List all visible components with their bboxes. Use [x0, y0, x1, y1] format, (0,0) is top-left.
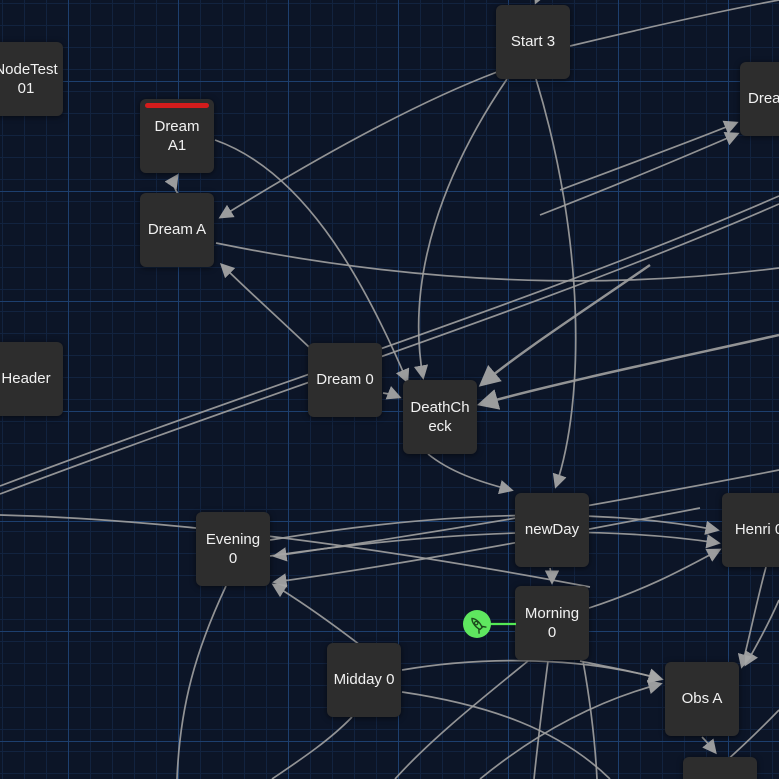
edge-header-double-1: [0, 195, 779, 487]
node-nodetest01[interactable]: NodeTest01: [0, 42, 63, 116]
edge-midday-fan-2: [271, 716, 353, 779]
node-label: DeathCheck: [410, 398, 470, 436]
edge-morning-obsA: [579, 660, 663, 683]
edge-start3-dreamA: [218, 71, 498, 219]
edge-midday-fan-1: [401, 691, 611, 779]
node-label: Dream 0: [316, 371, 374, 389]
edge-into-evening-1: [272, 469, 779, 562]
edge-header-double-2: [0, 203, 779, 495]
edge-ambient-horizontal: [215, 242, 779, 282]
edge-bottom-obsA: [479, 680, 663, 779]
edge-dream0-deathcheck: [382, 385, 402, 400]
edge-morning-fan-3: [582, 660, 598, 779]
edge-evening-henri-2: [269, 531, 721, 557]
node-label: Dream A: [147, 221, 207, 239]
node-dream-0[interactable]: Dream 0: [308, 343, 382, 417]
edge-start3-out-topright: [569, 0, 779, 47]
edge-obsA-bottomnode: [701, 736, 717, 755]
edge-deathcheck-newday: [427, 453, 514, 495]
node-label: Morning 0: [524, 604, 580, 642]
edge-evening-down: [176, 585, 227, 779]
node-dream-clipped[interactable]: Dream: [740, 62, 779, 136]
node-label: Start 3: [510, 33, 556, 51]
node-header[interactable]: Header: [0, 342, 63, 416]
node-newday[interactable]: newDay: [515, 493, 589, 567]
edge-start3-newday: [535, 78, 577, 489]
node-label: Dream: [748, 90, 779, 108]
edge-start3-deathcheck: [413, 78, 508, 380]
node-henri-0[interactable]: Henri 0: [722, 493, 779, 567]
node-dream-a[interactable]: Dream A: [140, 193, 214, 267]
edge-into-dream-right-2: [539, 131, 740, 216]
node-dream-a1[interactable]: Dream A1: [140, 99, 214, 173]
edge-evening-henri-1: [269, 514, 720, 541]
edge-dreamA1-deathcheck: [214, 139, 410, 384]
edge-into-evening-2: [272, 507, 701, 588]
node-label: Dream A1: [154, 117, 200, 155]
edge-morning-henri: [588, 548, 722, 609]
edge-right-obsA: [744, 599, 779, 667]
edge-morning-fan-1: [394, 660, 529, 779]
node-red-marker: [145, 103, 209, 108]
node-label: NodeTest01: [0, 60, 58, 98]
edge-midday-evening: [271, 583, 361, 646]
edge-ambient-left: [0, 514, 591, 588]
node-evening-0[interactable]: Evening 0: [196, 512, 270, 586]
edge-into-start3: [534, 0, 548, 5]
node-obs-a[interactable]: Obs A: [665, 662, 739, 736]
node-unnamed-bottom[interactable]: [683, 757, 757, 779]
edge-henri-obsA: [737, 566, 767, 669]
node-midday-0[interactable]: Midday 0: [327, 643, 401, 717]
node-morning-0[interactable]: Morning 0: [515, 586, 589, 660]
node-start-3[interactable]: Start 3: [496, 5, 570, 79]
edge-morning-fan-2: [533, 660, 549, 779]
node-label: newDay: [524, 521, 580, 539]
node-label: Henri 0: [734, 521, 779, 539]
node-label: Evening 0: [205, 530, 261, 568]
edge-into-dream-right-1: [559, 120, 739, 191]
node-label: Obs A: [681, 690, 723, 708]
edge-right-deathcheck-1: [478, 263, 651, 387]
node-label: Header: [1, 370, 51, 388]
node-deathcheck[interactable]: DeathCheck: [403, 380, 477, 454]
node-label: Midday 0: [333, 671, 395, 689]
edge-dream0-dreamA: [219, 262, 311, 349]
edge-right-deathcheck-2: [476, 333, 779, 410]
